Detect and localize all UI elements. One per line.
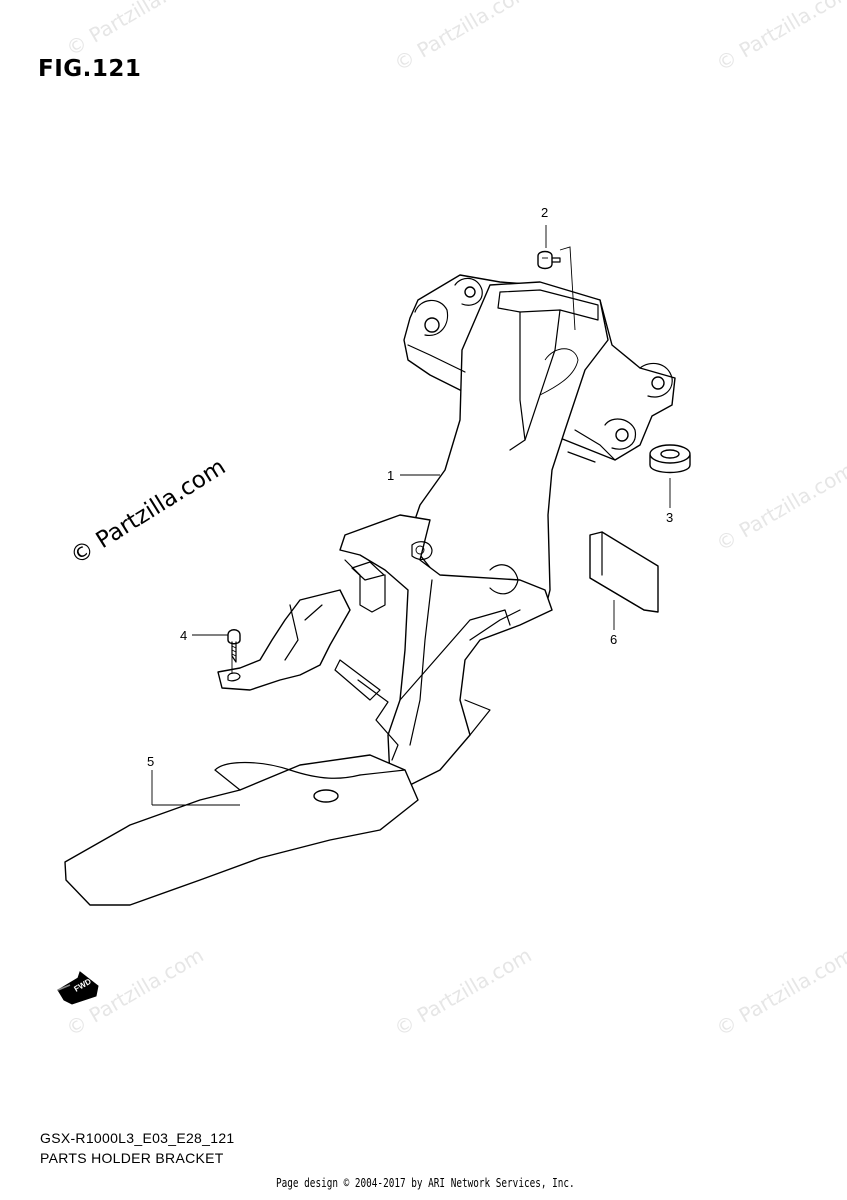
part-1-bracket[interactable] [217,274,676,786]
page-credit: Page design © 2004-2017 by ARI Network S… [276,1176,575,1190]
figure-title: FIG.121 [38,56,142,82]
fwd-arrow-icon: FWD [57,971,99,1005]
part-6-plate[interactable] [589,531,659,613]
leader-lines [151,225,671,806]
part-5-pad[interactable] [64,754,419,906]
callout-2: 2 [541,205,548,220]
callout-1: 1 [387,468,394,483]
callout-3: 3 [666,510,673,525]
callout-5: 5 [147,754,154,769]
model-code: GSX-R1000L3_E03_E28_121 [40,1130,235,1146]
part-3-cushion[interactable] [649,444,691,474]
callout-4: 4 [180,628,187,643]
part-4-screw[interactable] [227,629,241,663]
callout-6: 6 [610,632,617,647]
part-2-screw[interactable] [537,250,561,270]
figure-name: PARTS HOLDER BRACKET [40,1150,224,1166]
